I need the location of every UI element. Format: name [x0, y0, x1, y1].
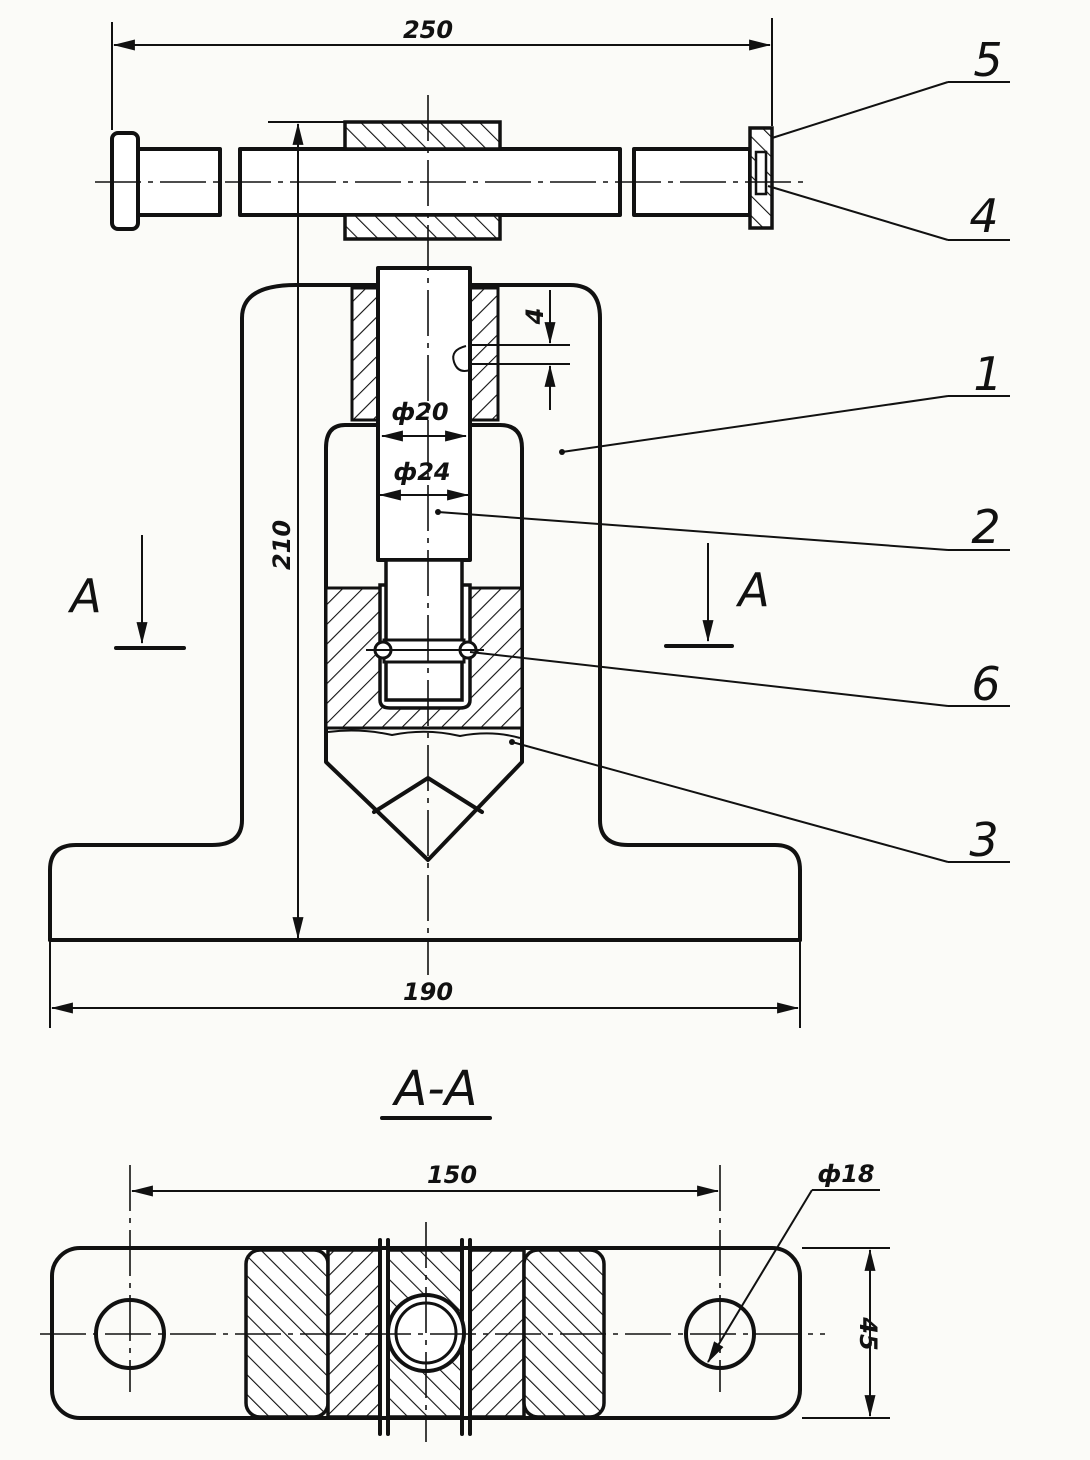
dim-d24-text: ф24	[393, 458, 450, 486]
shaft-upper	[376, 266, 472, 562]
part-label-5: 5	[973, 33, 1002, 87]
handle-left-head	[110, 131, 140, 231]
dim-45-text: 45	[854, 1316, 882, 1350]
part-label-1: 1	[973, 347, 1002, 401]
dim-250-text: 250	[403, 16, 453, 44]
groove-detail	[452, 345, 471, 372]
main-view: 250 210 190 ф20 ф24 4 A A 5	[48, 16, 1010, 1028]
leader-3: 3	[509, 739, 1010, 867]
inner-cavity	[324, 423, 524, 862]
hub-top	[343, 120, 502, 151]
dim-150-text: 150	[427, 1161, 477, 1189]
dim-d18-leader	[707, 1189, 813, 1363]
dim-210-text: 210	[268, 520, 296, 570]
part-label-3: 3	[969, 813, 998, 867]
ram-rough-edge	[327, 729, 521, 739]
dim-4-text: 4	[521, 308, 549, 326]
dim-d18-text: ф18	[817, 1160, 874, 1188]
hub-bottom	[343, 213, 502, 241]
dim-190-text: 190	[403, 978, 453, 1006]
section-view: A-A 150 ф18 45	[40, 1061, 890, 1442]
leader-4: 4	[767, 185, 1010, 243]
section-title: A-A	[392, 1061, 478, 1117]
leader-2: 2	[435, 500, 1010, 554]
washer-part-4	[754, 150, 768, 196]
dim-d20-text: ф20	[391, 398, 448, 426]
leader-5: 5	[771, 33, 1010, 139]
leader-1: 1	[559, 347, 1010, 455]
part-label-2: 2	[971, 500, 1000, 554]
section-mark-right: A	[735, 563, 769, 617]
shaft-lower	[384, 558, 464, 702]
part-label-4: 4	[969, 189, 998, 243]
part-label-6: 6	[971, 657, 1000, 711]
leader-6: 6	[469, 651, 1010, 711]
section-mark-left: A	[67, 569, 101, 623]
